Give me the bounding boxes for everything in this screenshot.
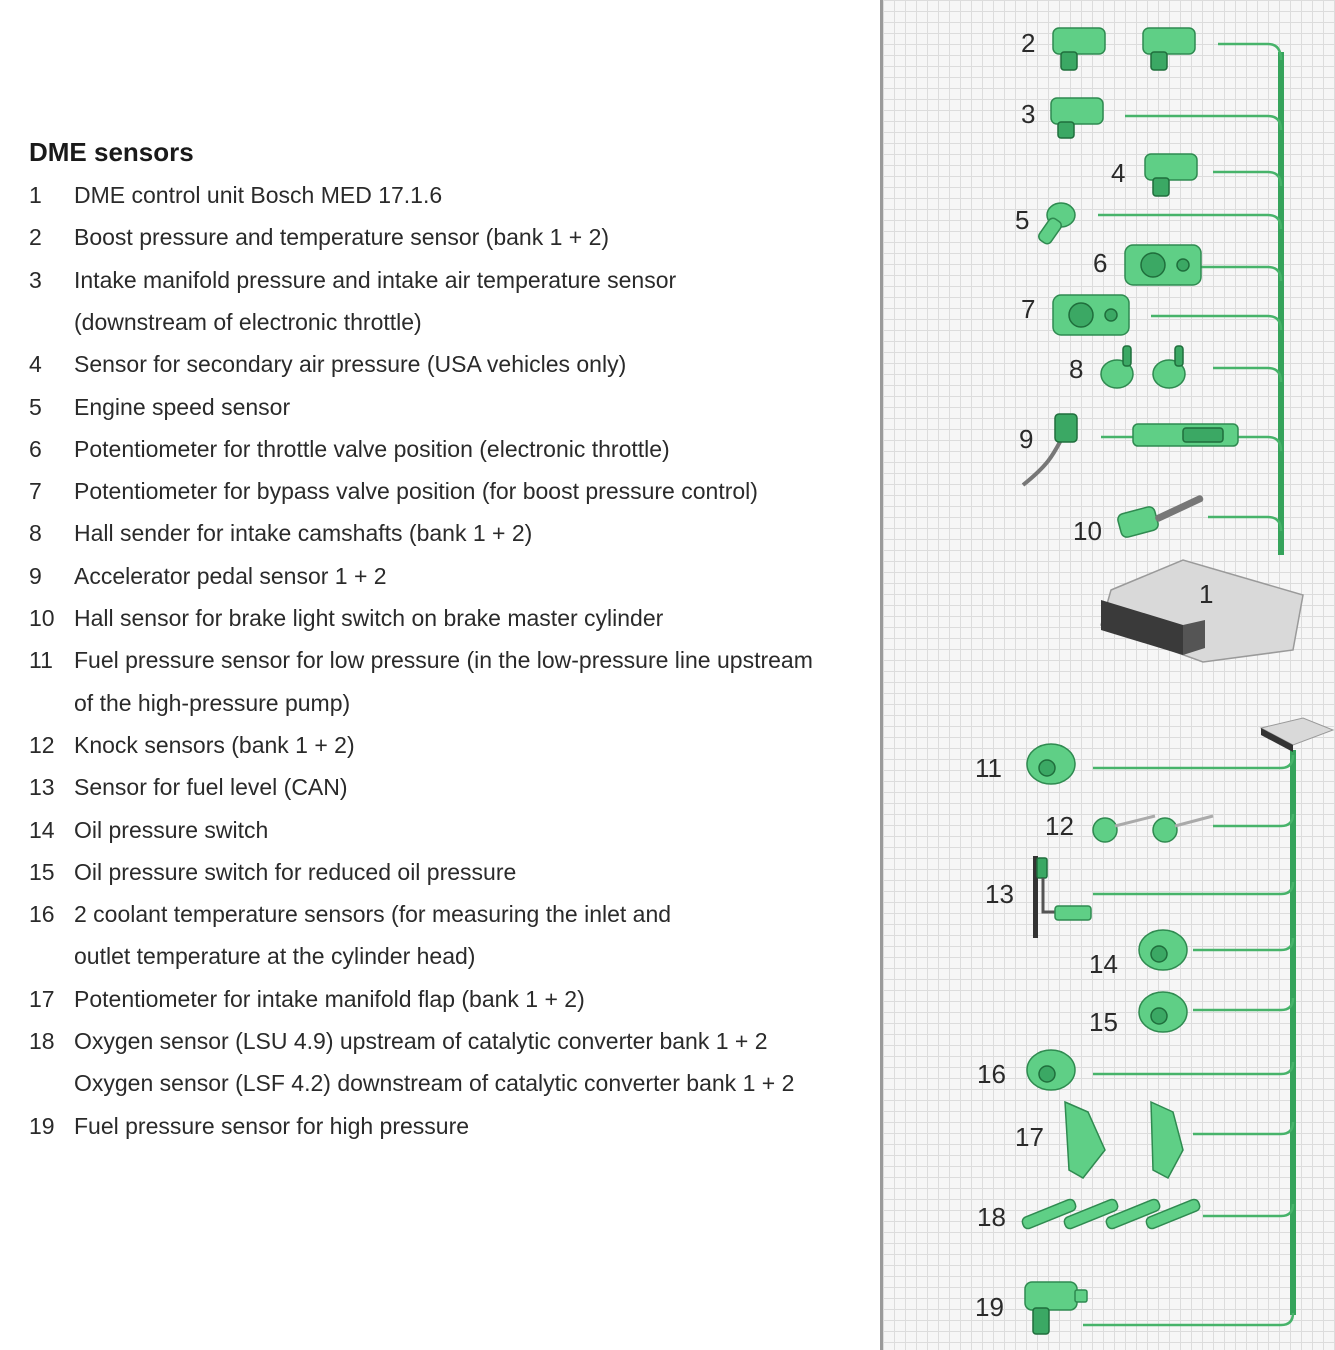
part-13-fuel-level-sensor bbox=[1033, 856, 1092, 938]
callout-2: 2 bbox=[1021, 28, 1035, 58]
diagram-panel: 1 2 3 4 5 6 7 8 9 10 11 12 13 14 15 16 1… bbox=[880, 0, 1335, 1350]
legend-item-number: 16 bbox=[29, 901, 55, 928]
part-14-oil-pressure-switch bbox=[1138, 929, 1188, 971]
part-9-accelerator-pedal-sensor bbox=[1021, 413, 1239, 487]
part-1-dme-control-unit bbox=[1100, 559, 1304, 663]
callout-labels: 1 2 3 4 5 6 7 8 9 10 11 12 13 14 15 16 1… bbox=[975, 28, 1213, 1322]
part-17-manifold-flap-potentiometers bbox=[1064, 1100, 1184, 1180]
legend-item-number: 14 bbox=[29, 816, 55, 843]
callout-8: 8 bbox=[1069, 354, 1083, 384]
legend-item-number: 8 bbox=[29, 520, 42, 547]
part-10-brake-light-hall-sensor bbox=[1117, 495, 1204, 538]
part-3-intake-manifold-sensor bbox=[1050, 97, 1104, 139]
callout-4: 4 bbox=[1111, 158, 1125, 188]
legend-item-text: of the high-pressure pump) bbox=[74, 689, 351, 716]
legend-item-number: 10 bbox=[29, 605, 55, 631]
callout-10: 10 bbox=[1073, 516, 1102, 546]
legend-item-text: Sensor for secondary air pressure (USA v… bbox=[74, 351, 627, 378]
upper-wiring bbox=[1098, 42, 1284, 555]
callout-1: 1 bbox=[1199, 579, 1213, 609]
legend-item-text: Oxygen sensor (LSF 4.2) downstream of ca… bbox=[74, 1070, 795, 1097]
legend-item-number: 6 bbox=[29, 435, 42, 462]
callout-9: 9 bbox=[1019, 424, 1033, 454]
callout-3: 3 bbox=[1021, 99, 1035, 129]
legend-item-number: 11 bbox=[29, 647, 53, 674]
legend-item-text: Oxygen sensor (LSU 4.9) upstream of cata… bbox=[74, 1028, 768, 1054]
legend-item-text: Potentiometer for bypass valve position … bbox=[74, 478, 758, 505]
part-2-boost-pressure-sensors bbox=[1052, 27, 1196, 71]
callout-5: 5 bbox=[1015, 205, 1029, 235]
legend-item-number: 19 bbox=[29, 1112, 55, 1139]
legend-title: DME sensors bbox=[29, 137, 194, 167]
callout-13: 13 bbox=[985, 879, 1014, 909]
legend-item-text: Hall sender for intake camshafts (bank 1… bbox=[74, 520, 533, 547]
callout-19: 19 bbox=[975, 1292, 1004, 1322]
legend-item-text: 2 coolant temperature sensors (for measu… bbox=[74, 901, 672, 928]
sensor-diagram: 1 2 3 4 5 6 7 8 9 10 11 12 13 14 15 16 1… bbox=[975, 27, 1335, 1335]
callout-15: 15 bbox=[1089, 1007, 1118, 1037]
callout-6: 6 bbox=[1093, 248, 1107, 278]
callout-14: 14 bbox=[1089, 949, 1118, 979]
legend-item-text: outlet temperature at the cylinder head) bbox=[74, 943, 476, 970]
legend-item-number: 15 bbox=[29, 858, 55, 885]
legend-item-text: Sensor for fuel level (CAN) bbox=[74, 774, 348, 801]
legend-item-text: Knock sensors (bank 1 + 2) bbox=[74, 731, 355, 758]
lower-wiring bbox=[1083, 750, 1296, 1327]
legend-item-number: 5 bbox=[29, 393, 42, 420]
part-7-bypass-valve bbox=[1052, 294, 1130, 336]
legend-item-text: Intake manifold pressure and intake air … bbox=[74, 266, 677, 293]
legend-item-number: 3 bbox=[29, 266, 42, 293]
part-8-camshaft-hall-senders bbox=[1100, 345, 1186, 389]
part-6-throttle-valve bbox=[1124, 244, 1202, 286]
legend-item-text: Oil pressure switch for reduced oil pres… bbox=[74, 858, 517, 885]
legend-item-number: 9 bbox=[29, 562, 42, 589]
part-12-knock-sensors bbox=[1092, 814, 1214, 843]
part-15-reduced-oil-pressure-switch bbox=[1138, 991, 1188, 1033]
legend-item-text: Fuel pressure sensor for high pressure bbox=[74, 1112, 470, 1139]
legend-item-text: Potentiometer for throttle valve positio… bbox=[74, 435, 670, 462]
callout-18: 18 bbox=[977, 1202, 1006, 1232]
legend-item-text: Potentiometer for intake manifold flap (… bbox=[74, 985, 585, 1012]
legend-item-text: Hall sensor for brake light switch on br… bbox=[74, 605, 664, 631]
legend-item-text: Fuel pressure sensor for low pressure (i… bbox=[74, 647, 813, 674]
legend-item-text: Accelerator pedal sensor 1 + 2 bbox=[74, 562, 387, 589]
lower-connector bbox=[1259, 717, 1335, 752]
legend-item-text: Boost pressure and temperature sensor (b… bbox=[74, 224, 610, 251]
callout-7: 7 bbox=[1021, 294, 1035, 324]
callout-16: 16 bbox=[977, 1059, 1006, 1089]
legend-item-number: 1 bbox=[29, 182, 42, 208]
legend-item-text: (downstream of electronic throttle) bbox=[74, 308, 422, 335]
legend-item-number: 17 bbox=[29, 985, 55, 1012]
part-16-coolant-temperature-sensors bbox=[1026, 1049, 1076, 1091]
part-11-low-fuel-pressure-sensor bbox=[1026, 743, 1076, 785]
callout-11: 11 bbox=[975, 753, 1002, 783]
part-4-secondary-air-sensor bbox=[1144, 153, 1198, 197]
part-18-oxygen-sensors bbox=[1021, 1198, 1201, 1230]
legend-item-number: 12 bbox=[29, 731, 55, 758]
callout-17: 17 bbox=[1015, 1122, 1044, 1152]
callout-12: 12 bbox=[1045, 811, 1074, 841]
part-19-high-fuel-pressure-sensor bbox=[1024, 1281, 1088, 1335]
legend-item-text: Oil pressure switch bbox=[74, 816, 269, 843]
part-5-engine-speed-sensor bbox=[1038, 202, 1076, 245]
legend-item-number: 7 bbox=[29, 478, 42, 505]
legend-item-number: 18 bbox=[29, 1028, 55, 1054]
legend-item-text: DME control unit Bosch MED 17.1.6 bbox=[74, 182, 443, 208]
legend-item-number: 4 bbox=[29, 351, 42, 378]
legend-item-text: Engine speed sensor bbox=[74, 393, 291, 420]
legend-item-number: 2 bbox=[29, 224, 42, 251]
legend-item-number: 13 bbox=[29, 774, 55, 801]
